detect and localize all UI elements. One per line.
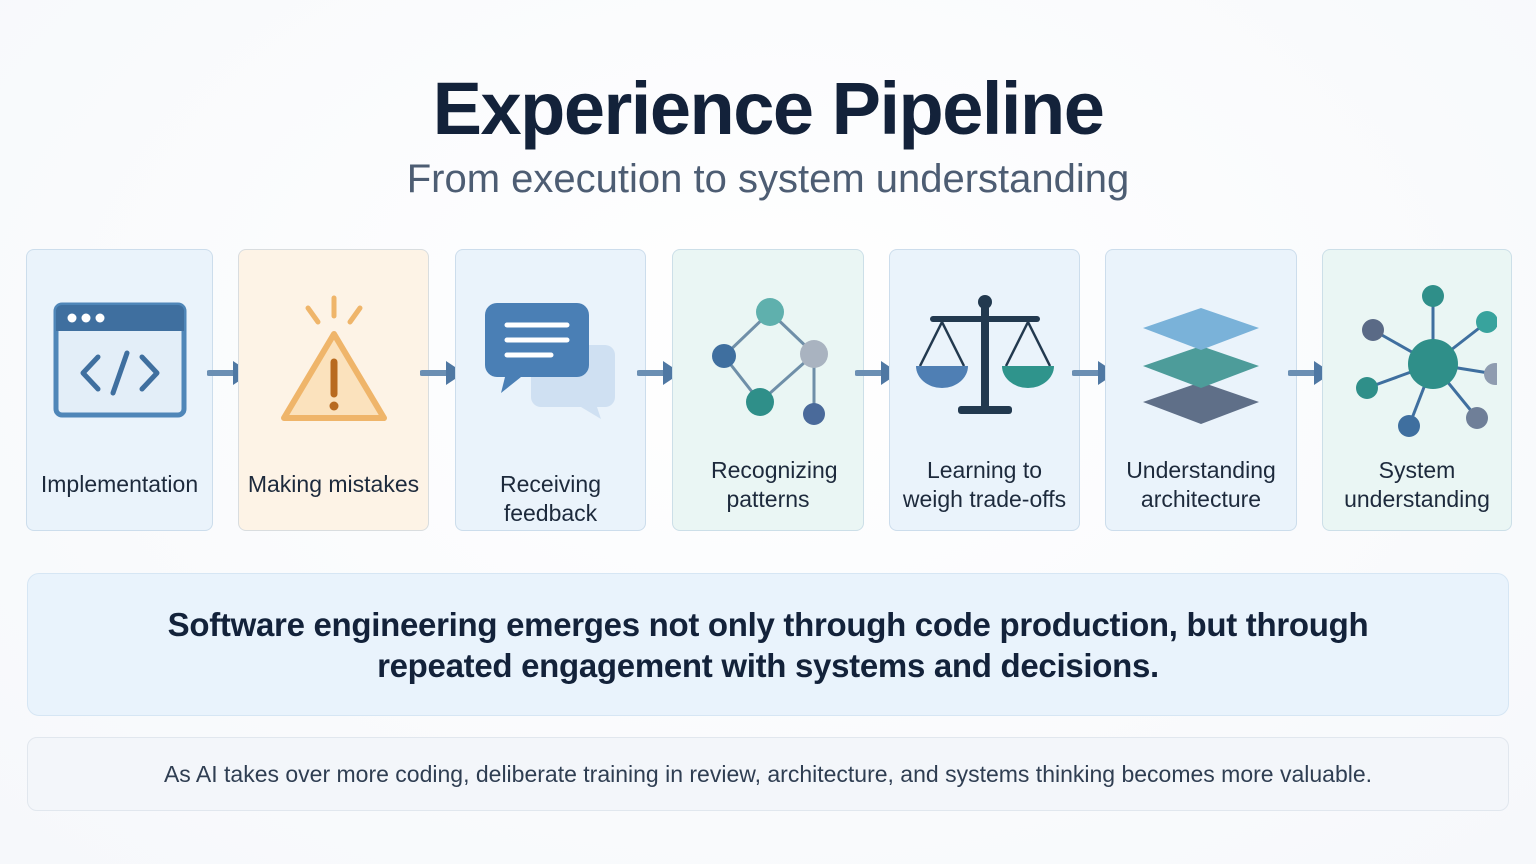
stage-label: Recognizing patterns <box>711 457 838 512</box>
key-message-text: Software engineering emerges not only th… <box>167 605 1369 684</box>
footer-note-text: As AI takes over more coding, deliberate… <box>163 760 1373 787</box>
stage-recognizing-patterns: Recognizing patterns <box>672 249 864 531</box>
stage-label: Learning to weigh trade-offs <box>902 457 1067 512</box>
balance-scale-icon <box>890 280 1079 440</box>
stage-understanding-architecture: Understanding architecture <box>1105 249 1297 531</box>
warning-icon <box>239 280 428 440</box>
hub-network-icon <box>1323 280 1511 440</box>
key-message-banner: Software engineering emerges not only th… <box>27 573 1509 716</box>
chat-bubbles-icon <box>456 280 645 440</box>
code-window-icon <box>27 280 212 440</box>
stage-label: Making mistakes <box>247 471 420 497</box>
stage-implementation: Implementation <box>26 249 213 531</box>
footer-note: As AI takes over more coding, deliberate… <box>27 737 1509 811</box>
stacked-layers-icon <box>1106 280 1296 440</box>
stage-label: Implementation <box>40 471 199 497</box>
connected-nodes-icon <box>673 280 863 440</box>
page-title: Experience Pipeline <box>432 67 1105 150</box>
stage-system-understanding: System understanding <box>1322 249 1512 531</box>
page-subtitle: From execution to system understanding <box>406 157 1130 201</box>
stage-making-mistakes: Making mistakes <box>238 249 429 531</box>
stage-label: Understanding architecture <box>1126 457 1276 512</box>
stage-weighing-trade-offs: Learning to weigh trade-offs <box>889 249 1080 531</box>
stage-receiving-feedback: Receiving feedback <box>455 249 646 531</box>
stage-label: Receiving feedback <box>500 471 601 526</box>
stage-label: System understanding <box>1344 457 1490 512</box>
